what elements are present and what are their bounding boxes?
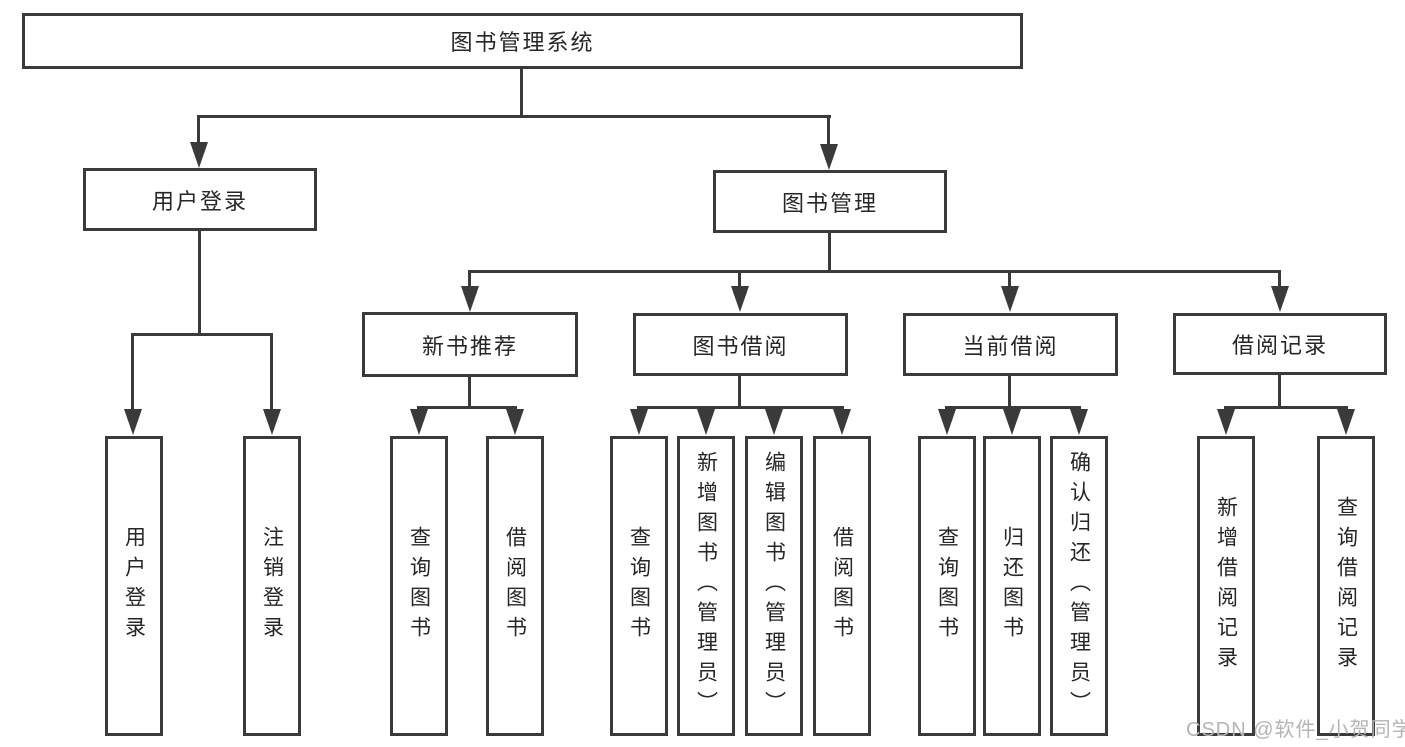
arrowhead-new-book: [461, 286, 479, 312]
leaf-label: 新增借阅记录: [1214, 496, 1238, 676]
arrowhead-edit-books: [765, 409, 783, 435]
leaf-label: 归还图书: [1000, 526, 1024, 646]
leaf-edit-books-admin: 编辑图书（管理员）: [745, 436, 803, 736]
leaf-label: 借阅图书: [830, 526, 854, 646]
leaf-label: 用户登录: [122, 526, 146, 646]
connector-stub-borrowing-records: [1278, 272, 1281, 287]
arrowhead-add-books: [697, 409, 715, 435]
connector-root-horizontal: [197, 115, 831, 118]
connector-current-horizontal: [945, 406, 1081, 409]
leaf-label: 查询图书: [627, 526, 651, 646]
node-library-management-system: 图书管理系统: [22, 13, 1023, 69]
arrowhead-add-borrow-record: [1217, 409, 1235, 435]
arrowhead-book-management: [820, 144, 838, 170]
arrowhead-return-books: [1003, 409, 1021, 435]
connector-records-horizontal: [1224, 406, 1348, 409]
connector-stub-book-management: [827, 117, 830, 146]
connector-userlogin-vertical: [198, 231, 201, 335]
leaf-add-books-admin: 新增图书（管理员）: [677, 436, 735, 736]
leaf-label: 查询图书: [935, 526, 959, 646]
arrowhead-leaf-logout: [263, 409, 281, 435]
leaf-query-books-recommend: 查询图书: [390, 436, 448, 736]
connector-records-vertical: [1278, 375, 1281, 408]
arrowhead-query-borrow-record: [1337, 409, 1355, 435]
connector-stub-current-borrowing: [1008, 272, 1011, 287]
leaf-return-books: 归还图书: [983, 436, 1041, 736]
connector-stub-user-login: [197, 117, 200, 144]
connector-userlogin-horizontal: [131, 333, 273, 336]
arrowhead-confirm-return: [1070, 409, 1088, 435]
arrowhead-query-books-1: [410, 409, 428, 435]
connector-stub-leaf-logout: [270, 335, 273, 411]
leaf-borrow-books-recommend: 借阅图书: [486, 436, 544, 736]
leaf-query-borrow-record: 查询借阅记录: [1317, 436, 1375, 736]
leaf-label: 借阅图书: [503, 526, 527, 646]
connector-root-vertical: [520, 69, 523, 117]
connector-stub-leaf-user-login: [131, 335, 134, 411]
arrowhead-borrow-books-2: [833, 409, 851, 435]
leaf-label: 编辑图书（管理员）: [762, 451, 786, 721]
leaf-confirm-return-admin: 确认归还（管理员）: [1050, 436, 1108, 736]
arrowhead-book-borrowing: [731, 286, 749, 312]
node-current-borrowing: 当前借阅: [903, 313, 1118, 376]
arrowhead-leaf-user-login: [124, 409, 142, 435]
node-new-book-recommendation: 新书推荐: [362, 312, 578, 377]
node-borrowing-records: 借阅记录: [1173, 313, 1387, 375]
connector-borrowing-vertical: [738, 376, 741, 408]
connector-newbook-horizontal: [417, 406, 517, 409]
connector-bookmgmt-vertical: [828, 233, 831, 272]
leaf-label: 注销登录: [260, 526, 284, 646]
leaf-label: 确认归还（管理员）: [1067, 451, 1091, 721]
node-user-login: 用户登录: [83, 168, 317, 231]
arrowhead-user-login: [190, 142, 208, 168]
node-book-borrowing: 图书借阅: [633, 313, 848, 376]
connector-newbook-vertical: [468, 377, 471, 408]
connector-stub-new-book: [468, 272, 471, 287]
leaf-user-login: 用户登录: [105, 436, 163, 736]
connector-current-vertical: [1008, 376, 1011, 408]
connector-borrowing-horizontal: [637, 406, 844, 409]
node-book-management: 图书管理: [713, 170, 947, 233]
connector-bookmgmt-horizontal: [468, 270, 1281, 273]
arrowhead-borrow-books-1: [506, 409, 524, 435]
leaf-label: 新增图书（管理员）: [694, 451, 718, 721]
arrowhead-query-books-3: [938, 409, 956, 435]
csdn-watermark: CSDN @软件_小贺同学: [1186, 719, 1405, 741]
leaf-label: 查询图书: [407, 526, 431, 646]
leaf-borrow-books-borrowing: 借阅图书: [813, 436, 871, 736]
leaf-add-borrow-record: 新增借阅记录: [1197, 436, 1255, 736]
arrowhead-current-borrowing: [1001, 286, 1019, 312]
leaf-label: 查询借阅记录: [1334, 496, 1358, 676]
leaf-query-books-current: 查询图书: [918, 436, 976, 736]
connector-stub-book-borrowing: [738, 272, 741, 287]
arrowhead-borrowing-records: [1271, 286, 1289, 312]
leaf-logout: 注销登录: [243, 436, 301, 736]
arrowhead-query-books-2: [630, 409, 648, 435]
leaf-query-books-borrowing: 查询图书: [610, 436, 668, 736]
